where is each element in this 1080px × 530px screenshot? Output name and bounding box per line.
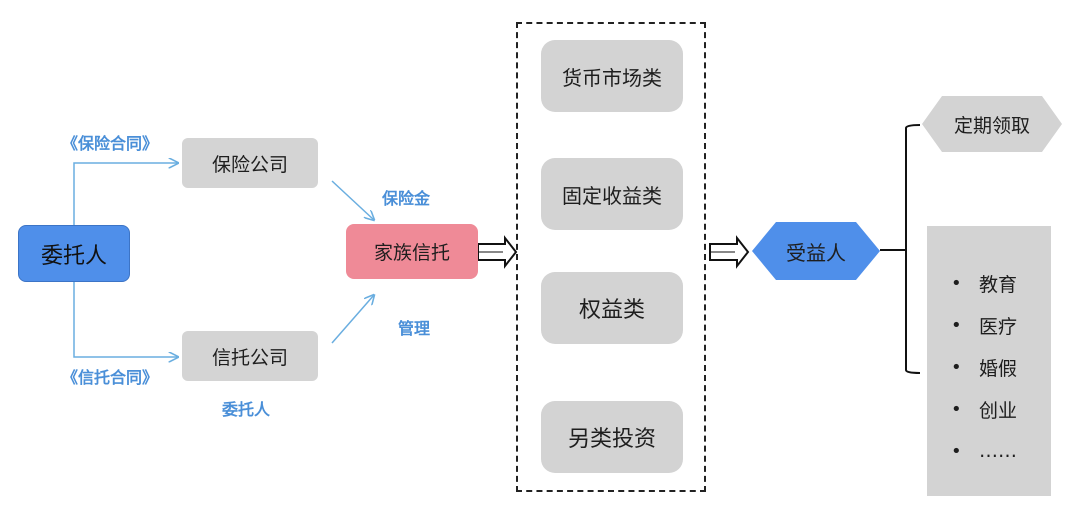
settlor-node: 委托人	[18, 225, 130, 282]
insurance-company-node: 保险公司	[182, 138, 318, 188]
list-item: • ……	[927, 430, 1051, 472]
settlor-to-insurance-connector	[73, 163, 178, 225]
bullet-icon: •	[951, 272, 962, 294]
settlor-to-trust-connector	[73, 282, 178, 357]
entrust-label: 委托人	[222, 400, 271, 419]
bullet-icon: •	[951, 314, 962, 336]
asset-classes-box	[516, 22, 706, 492]
bullet-icon: •	[951, 356, 962, 378]
asset-class-item: 权益类	[541, 272, 683, 344]
periodic-collection-node: 定期领取	[922, 96, 1062, 152]
management-label: 管理	[398, 319, 431, 338]
asset-class-item: 另类投资	[541, 401, 683, 473]
purpose-label: 创业	[979, 399, 1018, 422]
beneficiary-branch-bracket	[880, 124, 921, 374]
insurance-contract-label: 《保险合同》	[62, 134, 159, 153]
asset-class-item: 货币市场类	[541, 40, 683, 112]
purpose-label: 医疗	[979, 315, 1018, 338]
purpose-label: 婚假	[979, 357, 1018, 380]
purposes-list: • 教育 • 医疗 • 婚假 • 创业 • ……	[927, 226, 1051, 496]
premium-label: 保险金	[382, 189, 431, 208]
family-trust-node: 家族信托	[346, 224, 478, 279]
trust-company-node: 信托公司	[182, 331, 318, 381]
list-item: • 教育	[927, 262, 1051, 304]
assets-to-beneficiary-double-arrow	[709, 235, 750, 269]
trust-company-to-trust-arrow	[331, 295, 374, 344]
trust-to-assets-double-arrow	[477, 235, 518, 269]
insurance-to-trust-arrow	[331, 180, 374, 220]
list-item: • 婚假	[927, 346, 1051, 388]
list-item: • 医疗	[927, 304, 1051, 346]
trust-contract-label: 《信托合同》	[62, 368, 159, 387]
bullet-icon: •	[951, 398, 962, 420]
list-item: • 创业	[927, 388, 1051, 430]
purpose-label: ……	[979, 440, 1017, 462]
beneficiary-node: 受益人	[752, 222, 880, 280]
purpose-label: 教育	[979, 273, 1018, 296]
asset-class-item: 固定收益类	[541, 158, 683, 230]
bullet-icon: •	[951, 440, 962, 462]
